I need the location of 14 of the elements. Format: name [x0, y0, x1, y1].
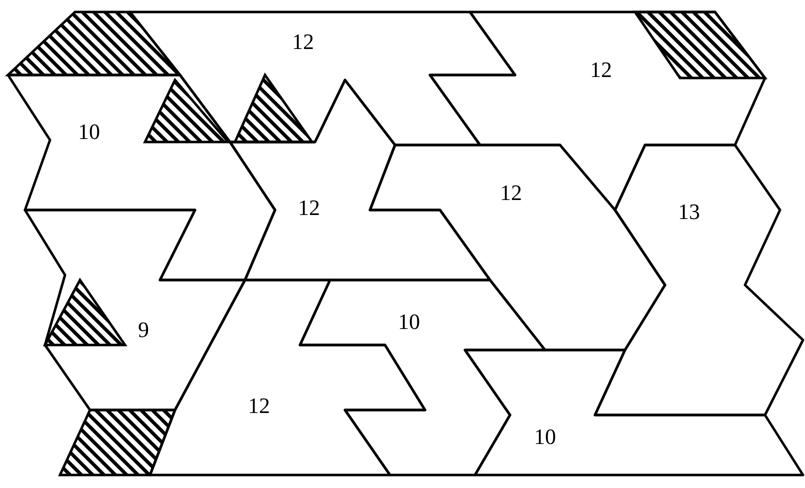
region-number: 12 — [292, 30, 314, 54]
hatched-triangle — [233, 72, 314, 144]
region-number: 10 — [534, 425, 556, 449]
region-number: 10 — [398, 310, 420, 334]
hatched-parallelogram — [632, 10, 768, 80]
hatched-triangle — [143, 78, 231, 144]
region-number: 12 — [590, 58, 612, 82]
region-number: 9 — [138, 318, 149, 342]
region-number: 12 — [298, 196, 320, 220]
hatched-triangle — [42, 278, 128, 346]
region-number: 10 — [78, 120, 100, 144]
region-number: 12 — [500, 181, 522, 205]
region-number: 12 — [248, 394, 270, 418]
region-number: 13 — [678, 200, 700, 224]
